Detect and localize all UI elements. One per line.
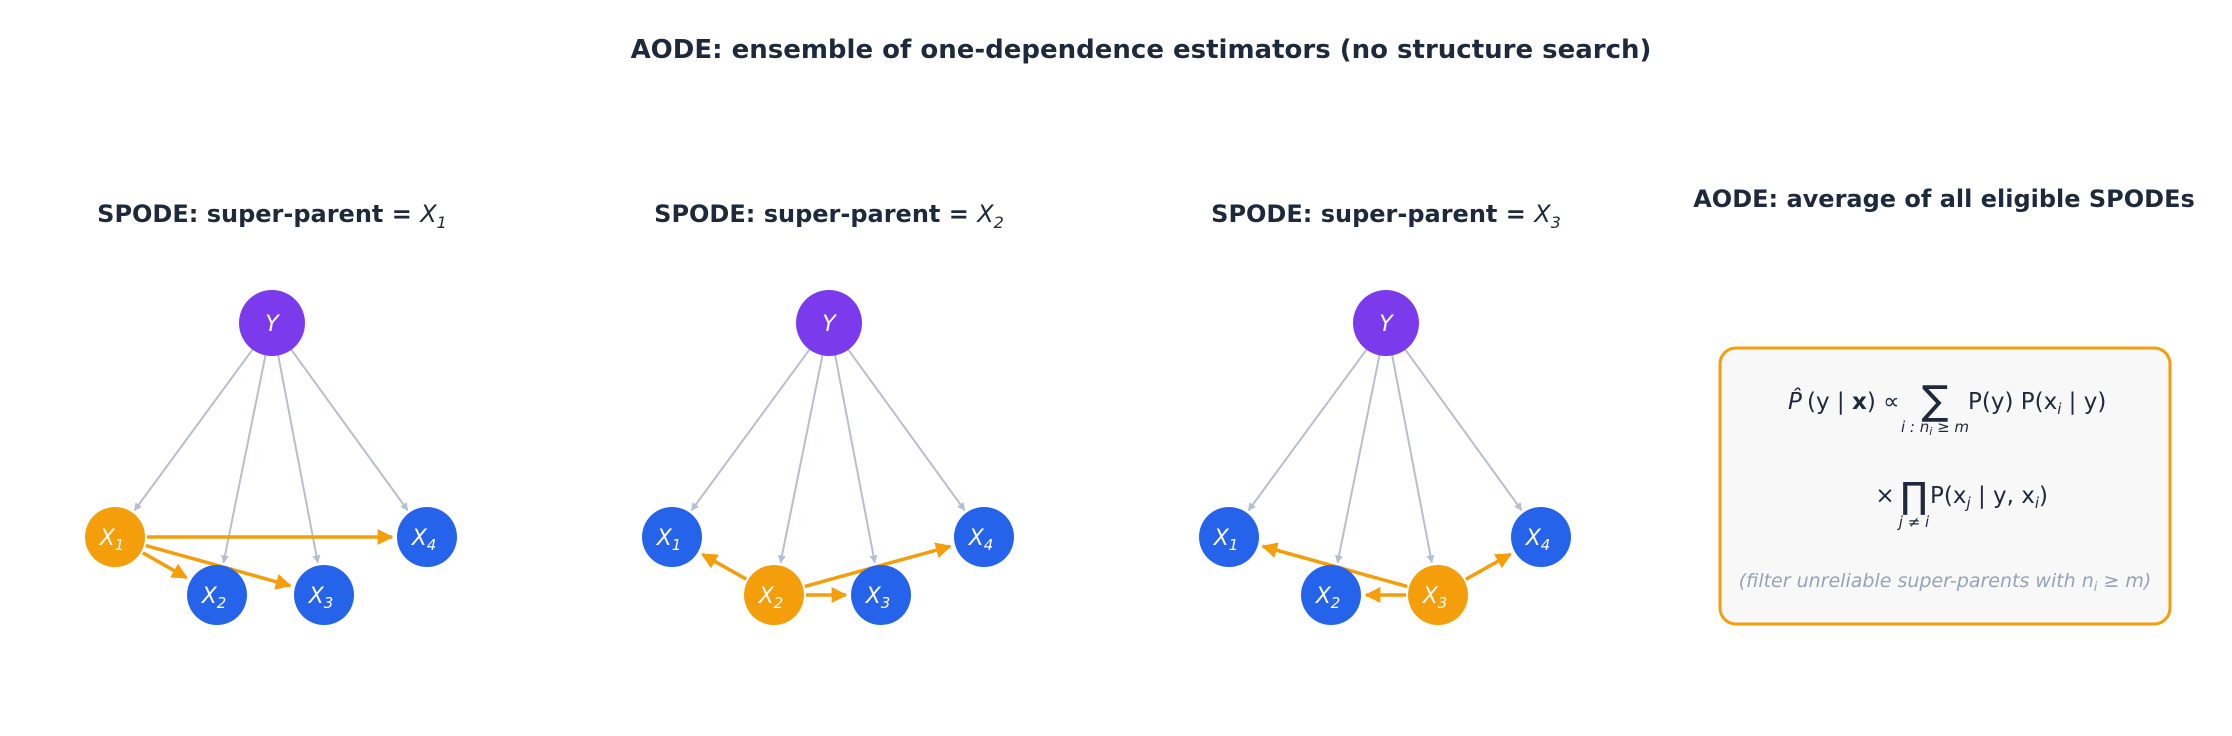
prod-subscript: j ≠ i (1897, 513, 1930, 531)
attribute-node-x4 (1511, 507, 1571, 567)
attribute-node-label: X1 (1213, 526, 1239, 554)
attribute-node-x3 (851, 565, 911, 625)
class-edge-x3 (277, 354, 321, 564)
class-edge-x2 (221, 354, 267, 564)
class-edge-x2 (1335, 354, 1381, 564)
class-edge-x3 (1391, 354, 1435, 564)
prod-symbol: ∏ (1900, 476, 1927, 517)
class-node-label: Y (265, 312, 280, 337)
times-symbol: × (1875, 483, 1894, 509)
super-edge-x2-x1 (701, 552, 748, 581)
attribute-node-label: X4 (1525, 526, 1551, 554)
attribute-node-label: X2 (201, 584, 227, 612)
attribute-node-x2 (187, 565, 247, 625)
attribute-node-x3 (294, 565, 354, 625)
class-node-y (796, 290, 862, 356)
attribute-node-x2 (1301, 565, 1361, 625)
attribute-node-label: X3 (1422, 584, 1448, 612)
attribute-node-label: X4 (411, 526, 437, 554)
phat-symbol: P̂ (1788, 388, 1802, 415)
class-edge-x2 (778, 354, 824, 564)
class-edge-x4 (289, 348, 409, 511)
super-parent-node-x3 (1408, 565, 1468, 625)
main-title: AODE: ensemble of one-dependence estimat… (631, 35, 1652, 65)
spode-panel-title: SPODE: super-parent = X2 (654, 200, 1004, 232)
attribute-node-label: X2 (1315, 584, 1341, 612)
prod-term: P(xj | y, xi) (1930, 483, 2048, 512)
class-edge-x1 (1247, 348, 1368, 512)
super-parent-node-x2 (744, 565, 804, 625)
attribute-node-label: X1 (99, 526, 125, 554)
class-node-y (239, 290, 305, 356)
super-edge-x3-x4 (1465, 552, 1512, 581)
attribute-node-x4 (954, 507, 1014, 567)
attribute-node-label: X4 (968, 526, 994, 554)
aode-title: AODE: average of all eligible SPODEs (1693, 185, 2195, 213)
aode-formula-box (1718, 346, 2172, 626)
super-edge-x1-x2 (141, 551, 188, 580)
attribute-node-x1 (642, 507, 702, 567)
aode-summary: AODE: average of all eligible SPODEs P̂ … (1693, 185, 2195, 626)
aode-note: (filter unreliable super-parents with ni… (1739, 570, 2152, 595)
spode-panel-title: SPODE: super-parent = X1 (97, 200, 447, 232)
spode-panel-title: SPODE: super-parent = X3 (1211, 200, 1561, 232)
class-node-y (1353, 290, 1419, 356)
class-edge-x3 (834, 354, 878, 564)
super-parent-node-x1 (85, 507, 145, 567)
attribute-node-x4 (397, 507, 457, 567)
sum-symbol: ∑ (1922, 378, 1949, 424)
attribute-node-label: X3 (308, 584, 334, 612)
attribute-node-label: X1 (656, 526, 682, 554)
attribute-node-label: X3 (865, 584, 891, 612)
sum-subscript: i : ni ≥ m (1901, 418, 1969, 438)
class-node-label: Y (822, 312, 837, 337)
class-edge-x4 (846, 348, 966, 511)
aode-formula-line-2: × ∏ j ≠ i P(xj | y, xi) (1875, 476, 2048, 531)
attribute-node-label: X2 (758, 584, 784, 612)
attribute-node-x1 (1199, 507, 1259, 567)
class-edge-x1 (133, 348, 254, 512)
class-node-label: Y (1379, 312, 1394, 337)
class-edge-x1 (690, 348, 811, 512)
sum-term: P(y) P(xi | y) (1968, 389, 2106, 418)
class-edge-x4 (1403, 348, 1523, 511)
aode-formula-line-1: P̂ (y | x) ∝ ∑ i : ni ≥ m P(y) P(xi | y) (1788, 378, 2106, 438)
lhs-open: (y | x) ∝ (1807, 389, 1900, 415)
